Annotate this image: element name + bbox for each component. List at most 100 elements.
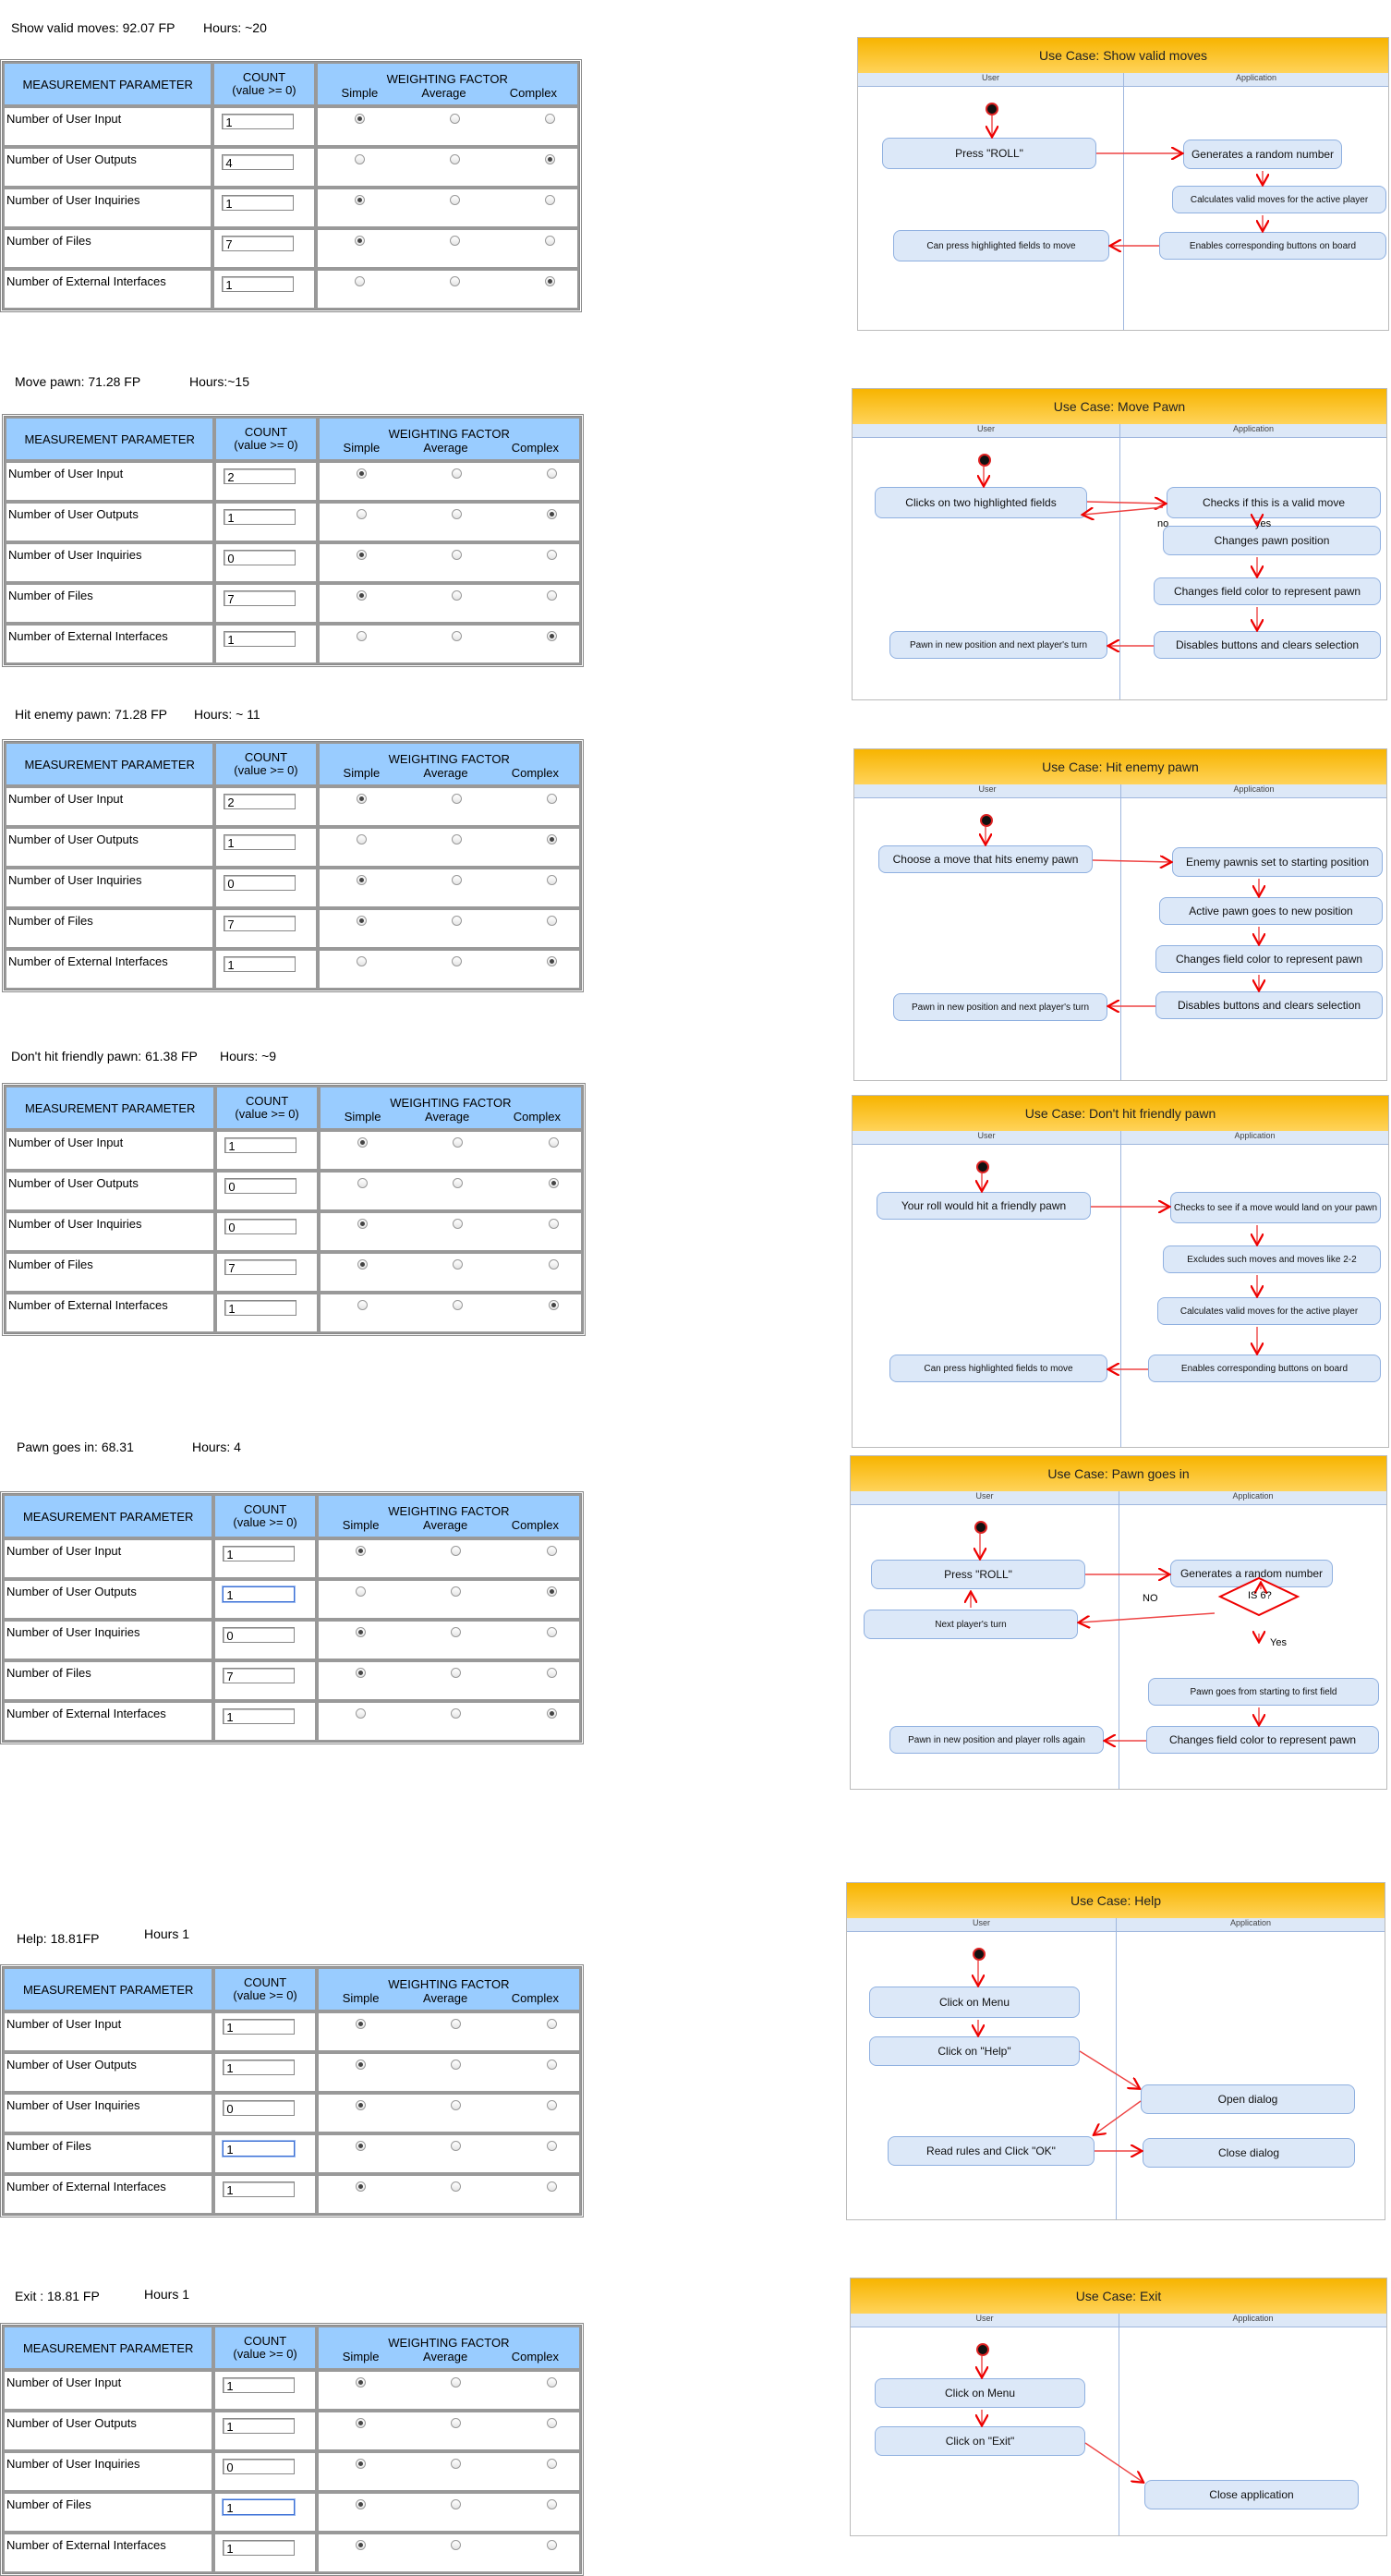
weight-radio-simple[interactable] — [356, 875, 367, 885]
weight-radio-complex[interactable] — [544, 276, 555, 286]
weight-radio-simple[interactable] — [357, 1259, 368, 1270]
weight-radio-average[interactable] — [451, 1708, 462, 1719]
weight-radio-complex[interactable] — [546, 1546, 557, 1556]
count-input[interactable]: 1 — [223, 1546, 296, 1561]
weight-radio-complex[interactable] — [546, 2540, 557, 2550]
weight-radio-complex[interactable] — [546, 509, 557, 519]
weight-radio-complex[interactable] — [546, 1668, 557, 1678]
weight-radio-average[interactable] — [451, 509, 462, 519]
weight-radio-average[interactable] — [451, 631, 462, 641]
count-input[interactable]: 1 — [224, 956, 296, 972]
weight-radio-average[interactable] — [451, 2499, 462, 2509]
weight-radio-simple[interactable] — [356, 550, 367, 560]
weight-radio-complex[interactable] — [546, 916, 557, 926]
weight-radio-average[interactable] — [453, 1219, 464, 1229]
weight-radio-complex[interactable] — [546, 550, 557, 560]
weight-radio-complex[interactable] — [546, 875, 557, 885]
weight-radio-average[interactable] — [449, 276, 460, 286]
count-input[interactable]: 0 — [223, 1627, 296, 1643]
weight-radio-simple[interactable] — [354, 236, 365, 246]
weight-radio-simple[interactable] — [355, 2499, 366, 2509]
count-input[interactable]: 0 — [223, 2100, 296, 2116]
weight-radio-complex[interactable] — [546, 631, 557, 641]
weight-radio-complex[interactable] — [546, 2019, 557, 2029]
weight-radio-simple[interactable] — [355, 1668, 366, 1678]
weight-radio-average[interactable] — [451, 2181, 462, 2192]
weight-radio-average[interactable] — [451, 2100, 462, 2110]
weight-radio-simple[interactable] — [355, 2100, 366, 2110]
weight-radio-average[interactable] — [451, 956, 462, 966]
weight-radio-complex[interactable] — [548, 1137, 559, 1148]
weight-radio-average[interactable] — [451, 2141, 462, 2151]
count-input[interactable]: 1 — [222, 195, 295, 211]
weight-radio-average[interactable] — [449, 236, 460, 246]
weight-radio-average[interactable] — [453, 1259, 464, 1270]
weight-radio-complex[interactable] — [546, 2459, 557, 2469]
weight-radio-average[interactable] — [451, 875, 462, 885]
weight-radio-complex[interactable] — [546, 834, 557, 844]
count-input[interactable]: 4 — [222, 154, 295, 170]
weight-radio-simple[interactable] — [354, 114, 365, 124]
weight-radio-simple[interactable] — [356, 590, 367, 601]
weight-radio-complex[interactable] — [544, 195, 555, 205]
count-input[interactable]: 1 — [224, 834, 296, 850]
weight-radio-average[interactable] — [451, 2459, 462, 2469]
weight-radio-average[interactable] — [451, 794, 462, 804]
weight-radio-simple[interactable] — [354, 195, 365, 205]
weight-radio-average[interactable] — [451, 1668, 462, 1678]
weight-radio-complex[interactable] — [548, 1259, 559, 1270]
count-input[interactable]: 1 — [223, 2141, 296, 2157]
weight-radio-simple[interactable] — [355, 2459, 366, 2469]
weight-radio-complex[interactable] — [546, 1627, 557, 1637]
weight-radio-simple[interactable] — [356, 916, 367, 926]
weight-radio-complex[interactable] — [546, 1708, 557, 1719]
weight-radio-complex[interactable] — [546, 1586, 557, 1597]
weight-radio-complex[interactable] — [546, 2141, 557, 2151]
weight-radio-simple[interactable] — [355, 2181, 366, 2192]
count-input[interactable]: 1 — [223, 2499, 296, 2515]
weight-radio-average[interactable] — [451, 590, 462, 601]
weight-radio-complex[interactable] — [546, 956, 557, 966]
count-input[interactable]: 2 — [224, 468, 296, 484]
weight-radio-simple[interactable] — [355, 1586, 366, 1597]
weight-radio-average[interactable] — [451, 834, 462, 844]
weight-radio-average[interactable] — [451, 1546, 462, 1556]
count-input[interactable]: 1 — [223, 2181, 296, 2197]
weight-radio-simple[interactable] — [357, 1137, 368, 1148]
weight-radio-average[interactable] — [451, 2377, 462, 2388]
weight-radio-average[interactable] — [451, 2060, 462, 2070]
weight-radio-average[interactable] — [449, 195, 460, 205]
count-input[interactable]: 1 — [223, 1708, 296, 1724]
weight-radio-simple[interactable] — [355, 2377, 366, 2388]
weight-radio-simple[interactable] — [355, 2141, 366, 2151]
weight-radio-average[interactable] — [451, 2418, 462, 2428]
weight-radio-average[interactable] — [453, 1137, 464, 1148]
weight-radio-average[interactable] — [453, 1300, 464, 1310]
weight-radio-simple[interactable] — [357, 1178, 368, 1188]
weight-radio-complex[interactable] — [546, 2418, 557, 2428]
weight-radio-average[interactable] — [451, 1586, 462, 1597]
weight-radio-simple[interactable] — [355, 2418, 366, 2428]
count-input[interactable]: 1 — [224, 1137, 297, 1153]
weight-radio-simple[interactable] — [356, 956, 367, 966]
count-input[interactable]: 0 — [224, 550, 296, 565]
weight-radio-complex[interactable] — [546, 2100, 557, 2110]
count-input[interactable]: 1 — [223, 2377, 296, 2393]
weight-radio-average[interactable] — [449, 154, 460, 164]
count-input[interactable]: 7 — [222, 236, 295, 251]
count-input[interactable]: 1 — [222, 114, 295, 129]
count-input[interactable]: 0 — [224, 1178, 297, 1194]
count-input[interactable]: 2 — [224, 794, 296, 809]
count-input[interactable]: 1 — [223, 2019, 296, 2035]
weight-radio-complex[interactable] — [546, 2060, 557, 2070]
weight-radio-complex[interactable] — [546, 468, 557, 479]
weight-radio-average[interactable] — [451, 550, 462, 560]
count-input[interactable]: 0 — [224, 1219, 297, 1234]
weight-radio-complex[interactable] — [548, 1219, 559, 1229]
weight-radio-average[interactable] — [451, 1627, 462, 1637]
weight-radio-simple[interactable] — [355, 1708, 366, 1719]
weight-radio-simple[interactable] — [356, 794, 367, 804]
weight-radio-simple[interactable] — [355, 1627, 366, 1637]
weight-radio-average[interactable] — [449, 114, 460, 124]
weight-radio-average[interactable] — [451, 2019, 462, 2029]
